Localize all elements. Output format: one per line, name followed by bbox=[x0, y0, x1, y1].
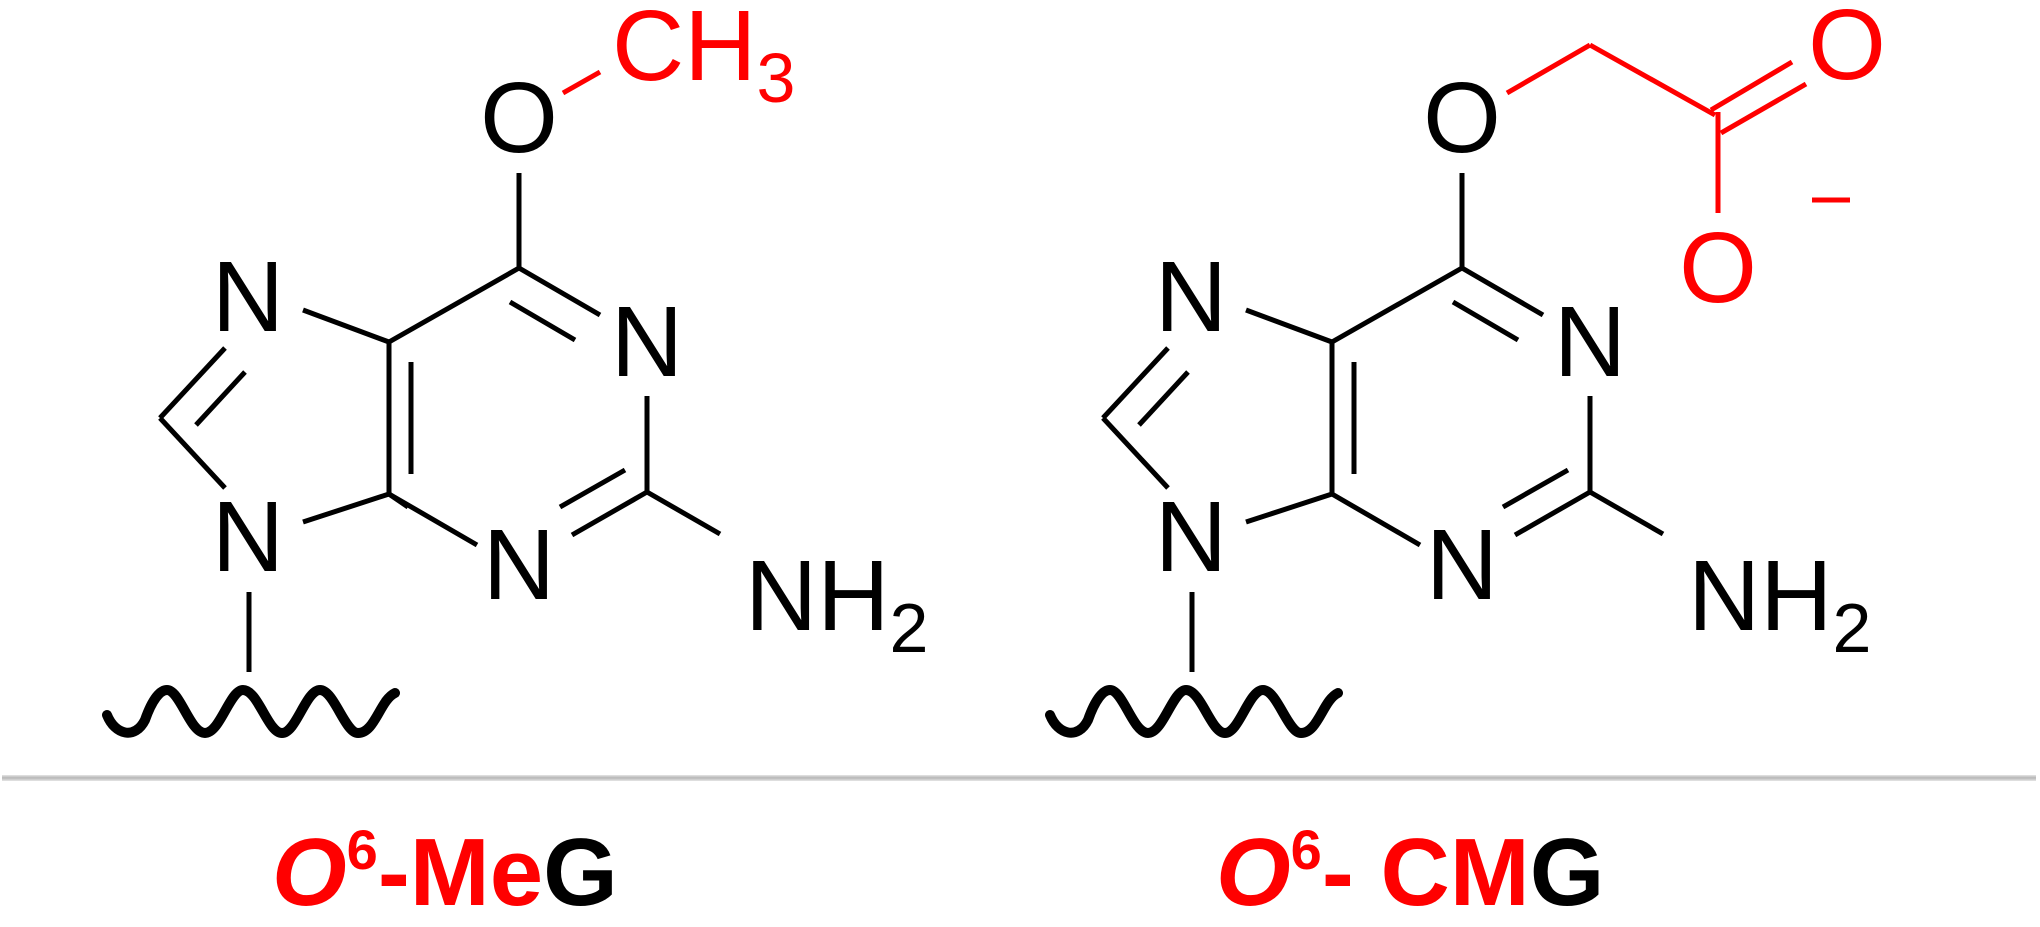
bond-c2-nh2 bbox=[1588, 489, 1665, 537]
atom-carbonyl-oxygen: O bbox=[1808, 0, 1886, 101]
atom-n3: N bbox=[1426, 509, 1498, 621]
bond-c2-n3 bbox=[570, 489, 649, 538]
bond-c6-n1-inner bbox=[508, 299, 577, 343]
methyl-main: CH bbox=[612, 0, 756, 102]
caption-o6-meg: O6-MeG bbox=[272, 818, 618, 922]
caption-italic-o: O bbox=[272, 819, 347, 922]
caption-italic-o: O bbox=[1216, 819, 1291, 922]
caption-black-text: G bbox=[1530, 819, 1605, 922]
bond-c8-n9 bbox=[1101, 416, 1170, 490]
ring-bonds bbox=[158, 173, 722, 672]
caption-red-text: - CM bbox=[1322, 819, 1530, 922]
bond-c6-n1 bbox=[517, 265, 602, 318]
amine-group: NH2 bbox=[1688, 540, 1871, 667]
caption-o6-cmg: O6- CMG bbox=[1216, 818, 1604, 922]
bond-c5-n7 bbox=[302, 307, 390, 345]
carboxymethyl-substituent: O O bbox=[1505, 0, 1886, 324]
caption-red-text: -Me bbox=[378, 819, 543, 922]
atom-carboxylate-oxygen: O bbox=[1679, 212, 1757, 324]
bond-ch2-carboxyl bbox=[1588, 42, 1717, 118]
methyl-substituent: CH3 bbox=[561, 0, 795, 117]
atom-n3: N bbox=[483, 509, 555, 621]
ring-bonds bbox=[1101, 173, 1665, 672]
atom-n7: N bbox=[1155, 241, 1227, 353]
atom-n7: N bbox=[212, 241, 284, 353]
bond-c2-nh2 bbox=[645, 489, 722, 537]
bond-o6-methyl bbox=[561, 69, 602, 96]
molecule-o6-cmg: N N N N O NH2 bbox=[1045, 62, 1871, 739]
caption-superscript: 6 bbox=[347, 818, 378, 881]
bond-c2-n3-inner bbox=[558, 467, 627, 510]
atom-o6: O bbox=[480, 62, 558, 174]
bond-c6-n1-inner bbox=[1451, 299, 1520, 343]
bond-n3-c4 bbox=[387, 491, 479, 548]
methyl-subscript: 3 bbox=[756, 39, 795, 117]
bond-n7-c8 bbox=[158, 346, 227, 420]
bond-n7-c8 bbox=[1101, 346, 1170, 420]
amine-main: NH bbox=[1688, 540, 1832, 652]
atom-n9: N bbox=[1155, 481, 1227, 593]
caption-superscript: 6 bbox=[1291, 818, 1322, 881]
atom-n9: N bbox=[212, 481, 284, 593]
bond-c5-n7 bbox=[1245, 307, 1333, 345]
bond-c4-n9 bbox=[1245, 491, 1333, 525]
caption-black-text: G bbox=[543, 819, 618, 922]
methyl-group: CH3 bbox=[612, 0, 795, 117]
amine-subscript: 2 bbox=[1832, 589, 1871, 667]
bond-c2-n3 bbox=[1513, 489, 1592, 538]
bond-n7-c8-inner bbox=[194, 370, 247, 427]
atom-n1: N bbox=[1554, 286, 1626, 398]
bond-c6-c5 bbox=[387, 265, 521, 345]
bond-n3-c4 bbox=[1330, 491, 1422, 548]
bond-c6-c5 bbox=[1330, 265, 1464, 345]
bond-carbonyl-outer bbox=[1709, 59, 1794, 113]
bond-c6-n1 bbox=[1460, 265, 1545, 318]
atom-n1: N bbox=[611, 286, 683, 398]
molecule-o6-meg: N N N N O NH2 CH3 bbox=[102, 0, 928, 739]
bond-c8-n9 bbox=[158, 416, 227, 490]
amine-group: NH2 bbox=[745, 540, 928, 667]
bond-c4-n9 bbox=[302, 491, 390, 525]
bond-c2-n3-inner bbox=[1501, 467, 1570, 510]
bond-carbonyl-inner bbox=[1719, 81, 1808, 136]
amine-main: NH bbox=[745, 540, 889, 652]
atom-o6: O bbox=[1423, 62, 1501, 174]
bond-o6-ch2 bbox=[1505, 42, 1592, 96]
wavy-bond-icon bbox=[102, 684, 400, 739]
amine-subscript: 2 bbox=[889, 589, 928, 667]
wavy-bond-icon bbox=[1045, 684, 1343, 739]
bond-n7-c8-inner bbox=[1137, 370, 1190, 427]
section-divider bbox=[2, 775, 2036, 781]
